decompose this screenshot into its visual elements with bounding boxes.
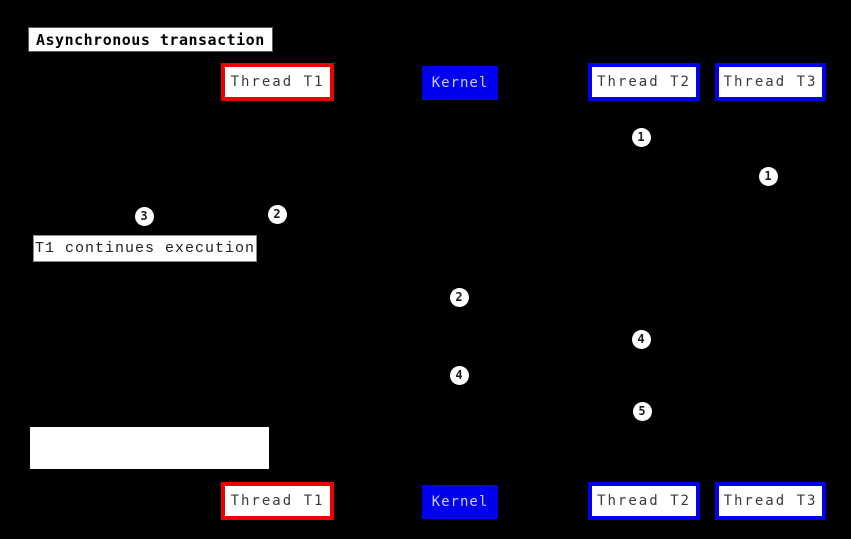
step-marker-4: 4	[631, 329, 651, 349]
diagram-title: Asynchronous transaction	[28, 27, 273, 52]
participant-thread-t3-top: Thread T3	[715, 63, 826, 101]
step-marker-3: 3	[134, 206, 154, 226]
note-blank	[30, 427, 269, 469]
step-marker-1: 1	[631, 127, 651, 147]
step-marker-5: 5	[632, 401, 652, 421]
participant-kernel-bottom: Kernel	[422, 485, 498, 519]
participant-thread-t2-top: Thread T2	[588, 63, 700, 101]
participant-thread-t1-bottom: Thread T1	[221, 482, 334, 520]
participant-row-top: Thread T1 Kernel Thread T2 Thread T3	[0, 63, 851, 103]
participant-thread-t2-bottom: Thread T2	[588, 482, 700, 520]
participant-kernel-top: Kernel	[422, 66, 498, 100]
step-marker-2: 2	[267, 204, 287, 224]
participant-thread-t3-bottom: Thread T3	[715, 482, 826, 520]
step-marker-1: 1	[758, 166, 778, 186]
note-t1-continues-execution: T1 continues execution	[33, 235, 257, 262]
participant-thread-t1-top: Thread T1	[221, 63, 334, 101]
step-marker-2: 2	[449, 287, 469, 307]
step-marker-4: 4	[449, 365, 469, 385]
participant-row-bottom: Thread T1 Kernel Thread T2 Thread T3	[0, 482, 851, 522]
